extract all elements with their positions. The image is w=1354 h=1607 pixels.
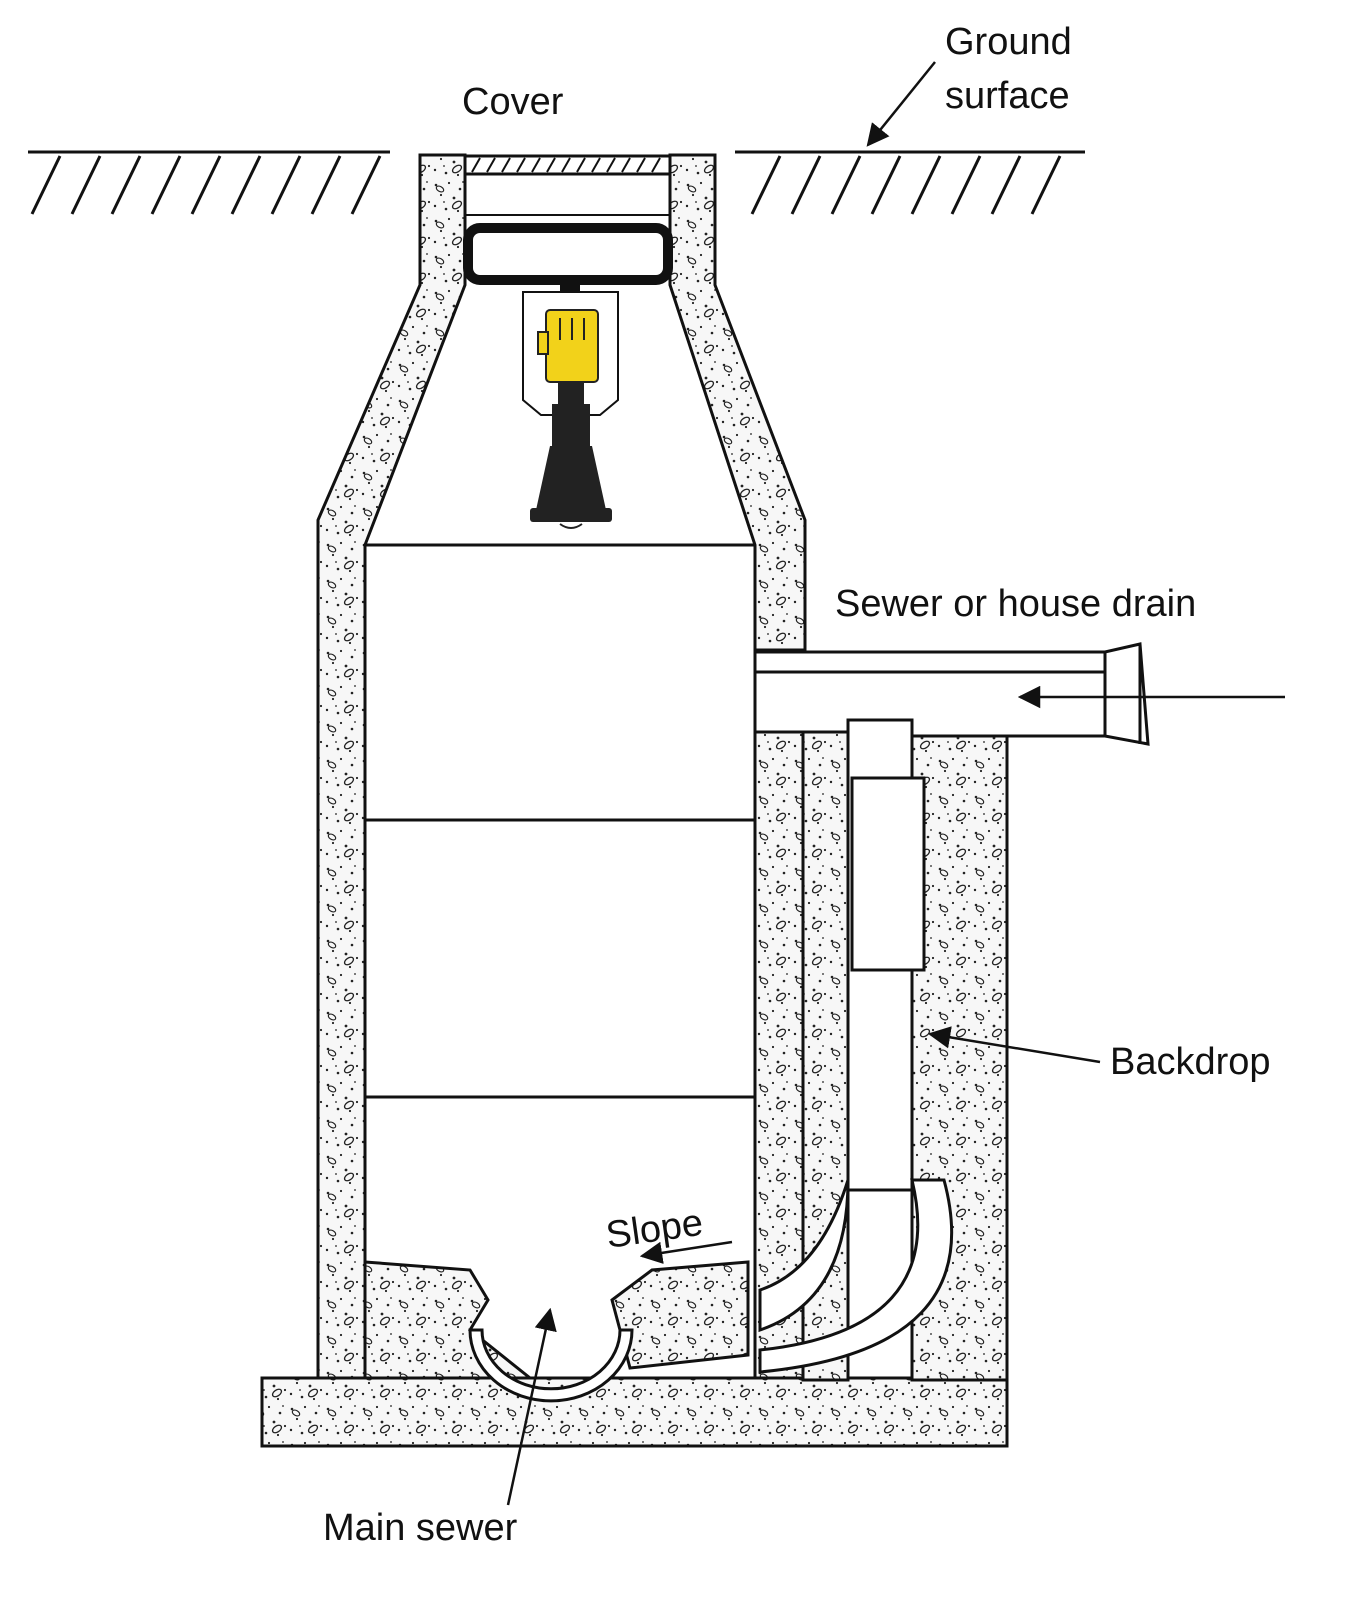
- radar-sensor-icon: [522, 285, 619, 529]
- benching-left: [363, 1260, 535, 1380]
- riser-joints: [365, 543, 755, 1099]
- label-ground-surface-line2: surface: [945, 75, 1070, 117]
- label-ground-surface-line1: Ground: [945, 21, 1072, 63]
- ground-surface-arrow: [866, 61, 936, 147]
- main-sewer-arrow: [506, 1307, 557, 1506]
- cover-hatch: [471, 157, 661, 173]
- label-sewer-house-drain: Sewer or house drain: [835, 583, 1196, 625]
- slope-arrow: [639, 1240, 733, 1265]
- manhole-right-wall: [668, 153, 807, 652]
- sensor-mount-ring: [463, 223, 673, 285]
- backdrop-arrow: [927, 1026, 1101, 1064]
- ground-surface-left: [28, 150, 390, 215]
- main-sewer-channel: [468, 1328, 634, 1403]
- label-cover: Cover: [462, 81, 564, 123]
- label-main-sewer: Main sewer: [323, 1507, 518, 1549]
- backdrop-pipe: [758, 718, 954, 1374]
- base-slab: [260, 1376, 1009, 1448]
- manhole-left-wall: [316, 153, 467, 1380]
- label-backdrop: Backdrop: [1110, 1041, 1271, 1083]
- sewer-house-drain-pipe: [753, 642, 1150, 746]
- manhole-cover: [463, 154, 672, 176]
- ground-surface-right: [735, 150, 1085, 215]
- benching-right: [610, 1260, 750, 1370]
